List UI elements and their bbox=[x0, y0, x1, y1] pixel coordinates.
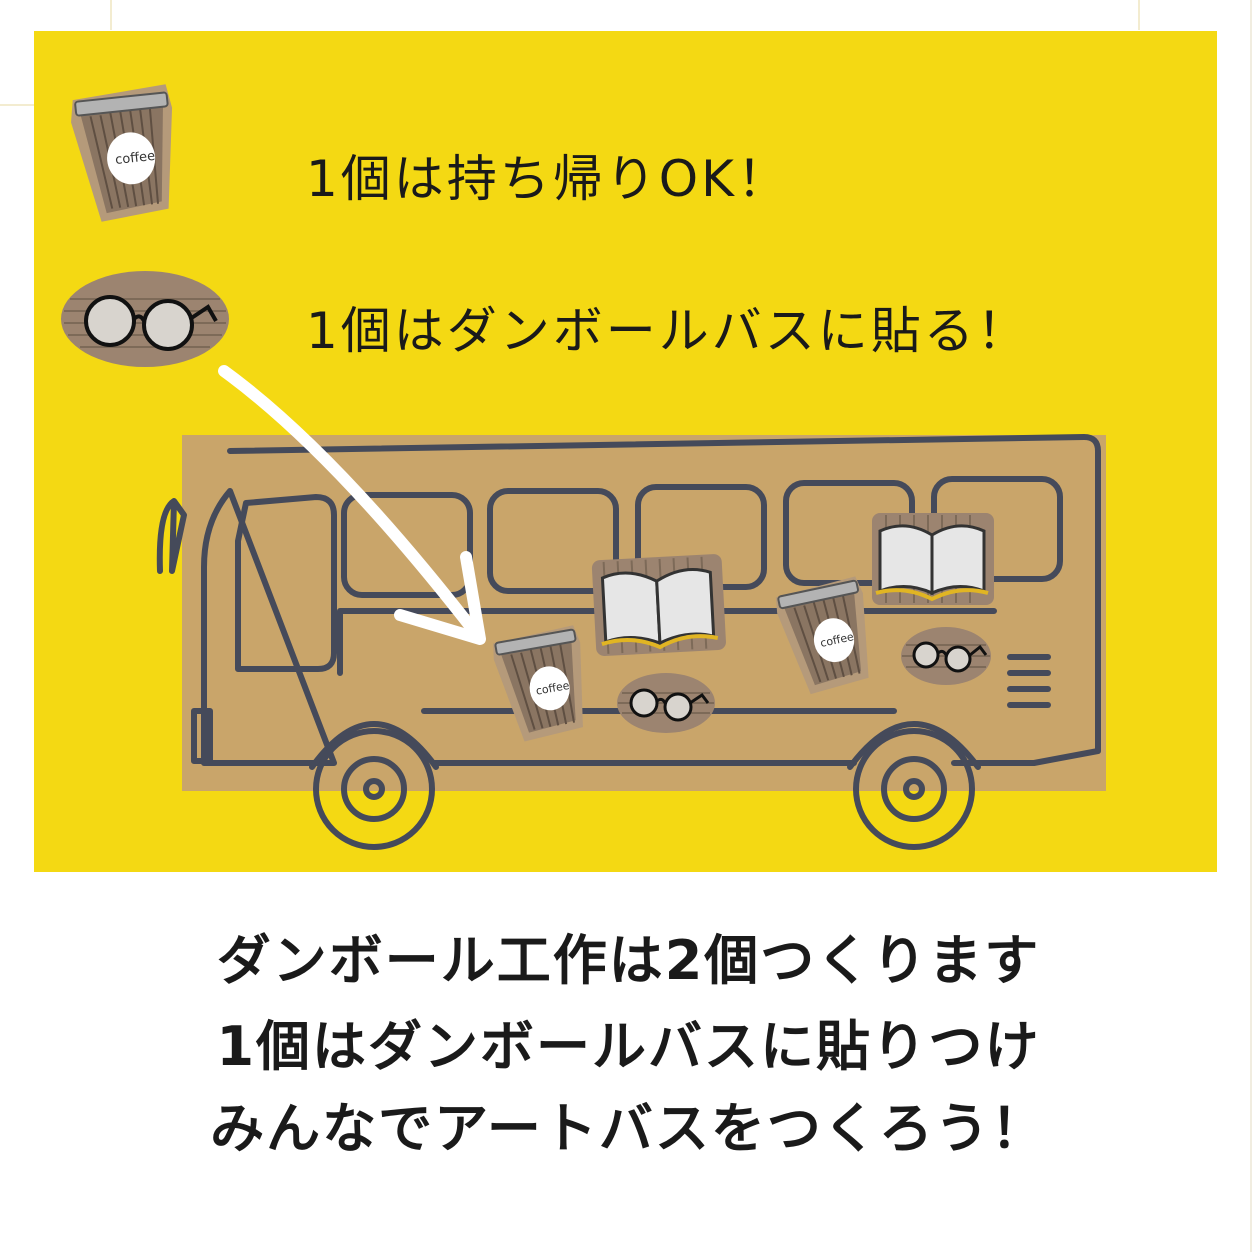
glasses-sticker-icon bbox=[61, 271, 229, 367]
cup-label: coffee bbox=[114, 149, 155, 168]
guide-line-top-right bbox=[1138, 0, 1140, 30]
coffee-cup-sticker-icon: coffee bbox=[493, 625, 583, 742]
book-sticker-icon bbox=[872, 513, 994, 605]
yellow-panel: 1個は持ち帰りOK！ 1個はダンボールバスに貼る！ coffee bbox=[34, 31, 1217, 872]
glasses-sticker-icon bbox=[901, 627, 991, 685]
guide-line-right bbox=[1250, 0, 1252, 1252]
coffee-cup-sticker-icon: coffee bbox=[71, 84, 173, 222]
guide-line-left bbox=[0, 104, 34, 106]
book-sticker-icon bbox=[591, 554, 726, 656]
caption-line-2: 1個はダンボールバスに貼りつけ bbox=[216, 1015, 1041, 1078]
coffee-cup-sticker-icon: coffee bbox=[775, 576, 869, 695]
guide-line-top bbox=[110, 0, 112, 30]
cup-label: coffee bbox=[535, 679, 571, 698]
stick-on-bus-text: 1個はダンボールバスに貼る！ bbox=[306, 302, 1030, 360]
caption-line-3: みんなでアートバスをつくろう！ bbox=[210, 1097, 1047, 1160]
takeaway-text: 1個は持ち帰りOK！ bbox=[306, 150, 790, 208]
caption-line-1: ダンボール工作は2個つくります bbox=[216, 929, 1041, 992]
glasses-sticker-icon bbox=[617, 673, 715, 733]
arrow-icon bbox=[218, 365, 486, 645]
